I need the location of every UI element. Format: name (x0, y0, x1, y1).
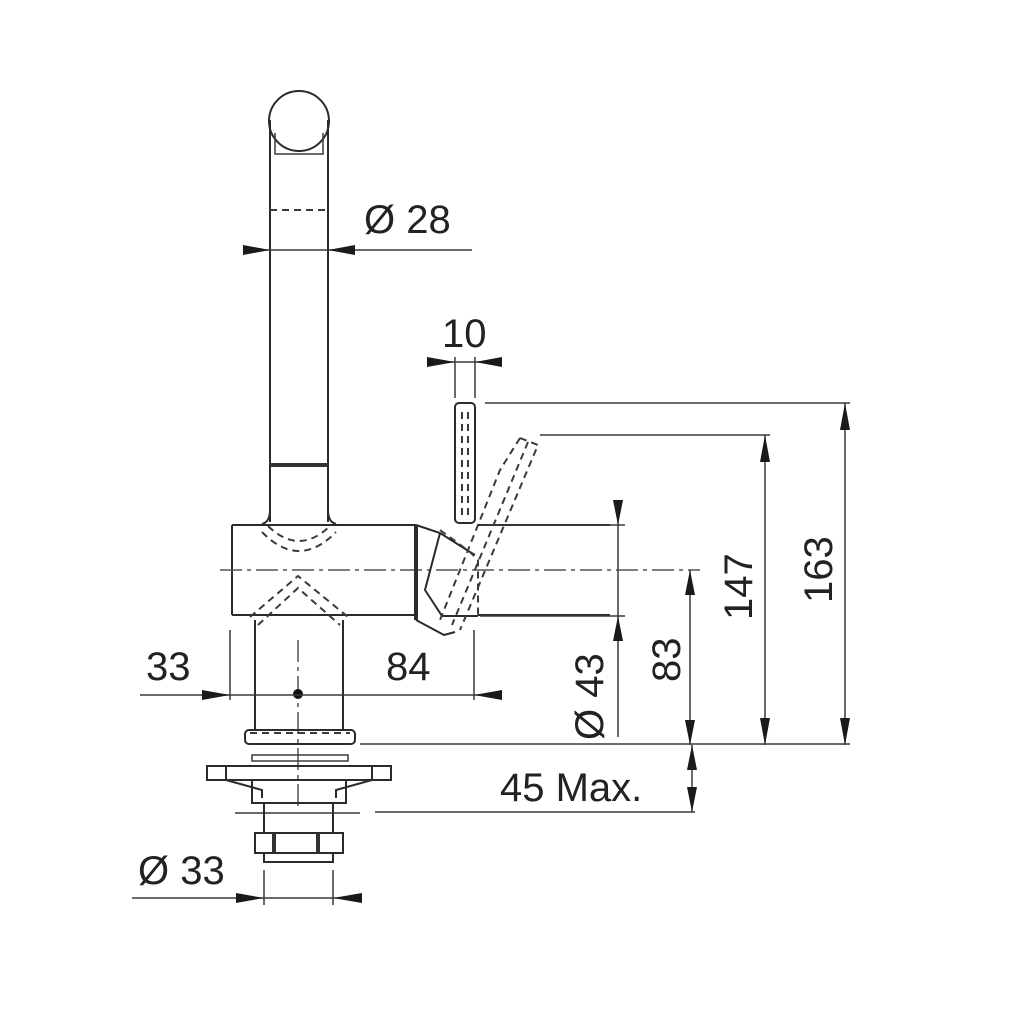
dim-label-max-thickness: 45 Max. (500, 766, 642, 810)
dim-lever-height: 147 (540, 434, 770, 745)
dim-shank-diameter: Ø 33 (132, 849, 362, 905)
dim-label-spout-diameter: Ø 28 (364, 198, 451, 242)
dim-axis-height: 83 (645, 570, 695, 745)
dim-label-shank-diameter: Ø 33 (138, 849, 225, 893)
dim-total-height: 163 (485, 402, 850, 745)
faucet-body (220, 524, 700, 637)
dim-body-diameter: Ø 43 (480, 500, 625, 740)
dim-body-length: 33 84 (140, 630, 502, 700)
mount-assembly (206, 620, 392, 863)
dim-label-body-right: 84 (386, 645, 431, 689)
spout (261, 90, 337, 552)
dim-lever-width: 10 (427, 312, 502, 398)
dim-spout-diameter: Ø 28 (243, 198, 472, 255)
lever (439, 402, 540, 631)
dim-label-axis-height: 83 (645, 638, 689, 683)
dim-label-body-diameter: Ø 43 (568, 653, 612, 740)
dim-label-lever-width: 10 (442, 312, 487, 356)
dim-label-body-left: 33 (146, 645, 191, 689)
dim-label-total-height: 163 (797, 536, 841, 603)
dim-label-lever-height: 147 (717, 553, 761, 620)
dim-max-thickness: 45 Max. (375, 745, 697, 813)
